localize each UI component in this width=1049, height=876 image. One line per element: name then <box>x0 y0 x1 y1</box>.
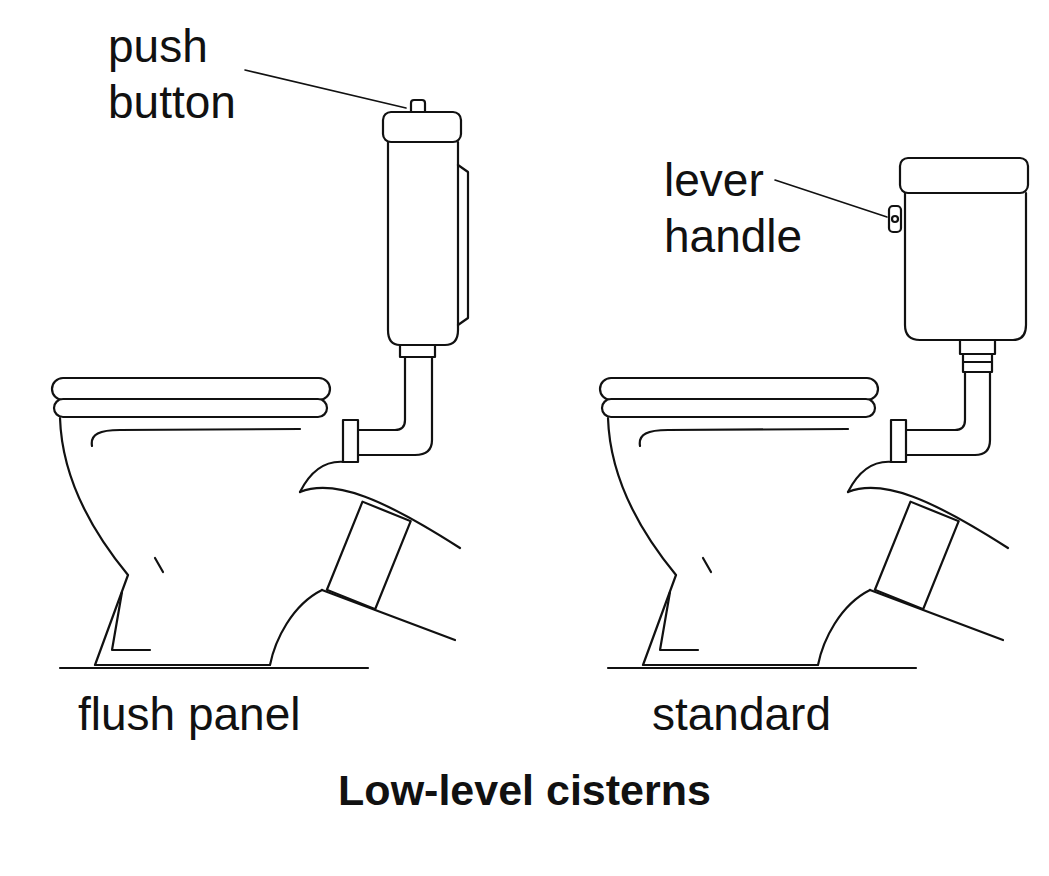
figure-caption: standard <box>652 686 972 742</box>
toilet-pan <box>600 378 1008 668</box>
leader-line <box>245 70 406 108</box>
part-label: lever handle <box>664 152 839 264</box>
toilet-pan <box>52 378 460 668</box>
diagram-title: Low-level cisterns <box>0 762 1049 818</box>
standard-cistern <box>889 158 1028 455</box>
figure-caption: flush panel <box>78 686 398 742</box>
part-label: push button <box>108 18 283 130</box>
flush-panel-cistern <box>358 100 468 455</box>
